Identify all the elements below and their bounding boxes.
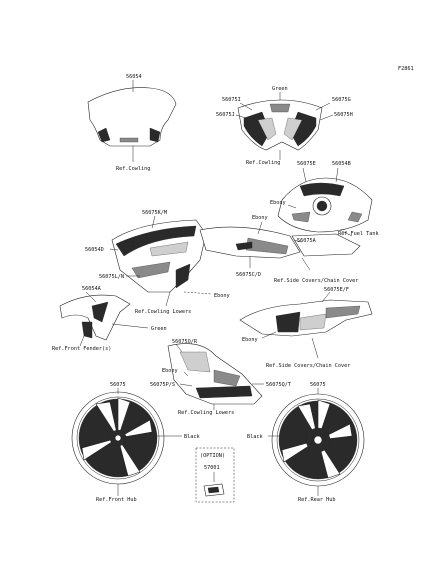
label-ref-cowling-2: Ref.Cowling [246,160,280,166]
label-56054a: 56054A [82,286,102,292]
fuel-tank-part [277,177,373,233]
label-ref-side-covers-1: Ref.Side Covers/Chain Cover [274,278,358,284]
label-ref-cowling-1: Ref.Cowling [116,166,150,172]
label-56075p-s: 56075P/S [150,382,175,388]
label-ref-cowling-lowers-2: Ref.Cowling Lowers [178,410,234,416]
label-56075o-r: 56075O/R [172,339,198,345]
figure-id: F2861 [398,66,414,72]
label-56075j: 56075J [216,112,235,118]
option-box [195,447,235,503]
label-56075q-t: 56075Q/T [266,382,291,388]
label-56054b: 56054B [332,161,351,167]
label-56075-rear: 56075 [310,382,326,388]
label-ref-side-covers-2: Ref.Side Covers/Chain Cover [266,363,350,369]
label-green-fender: Green [151,326,167,332]
label-56075c-d: 56075C/D [236,272,261,278]
label-ref-rear-hub: Ref.Rear Hub [298,497,335,503]
front-wheel-part [71,391,165,485]
seat-cowl-part [199,226,361,259]
side-cowling-part [111,219,207,293]
label-ref-fuel-tank: Ref.Fuel Tank [338,231,379,237]
label-56075e: 56075E [297,161,316,167]
label-black-rear: Black [247,434,263,440]
rear-wheel-part [271,393,365,487]
windscreen-part [87,87,177,147]
label-green-top: Green [272,86,288,92]
label-56054: 56054 [126,74,142,80]
label-56054d: 56054D [85,247,104,253]
label-option: (OPTION) [200,453,225,459]
label-56075g: 56075G [332,97,351,103]
label-ebony-rear: Ebony [242,337,258,343]
label-56075l-n: 56075L/N [99,274,124,280]
rear-side-cover-part [239,299,373,337]
label-ebony-lower: Ebony [214,293,230,299]
label-black-front: Black [184,434,200,440]
label-56075i: 56075I [222,97,241,103]
label-ref-front-fender: Ref.Front Fender(s) [52,346,111,352]
label-ebony-cowl: Ebony [162,368,178,374]
label-56075e-f: 56075E/F [324,287,349,293]
front-fender-part [59,294,131,341]
label-57001: 57001 [204,465,220,471]
upper-cowling-part [237,99,323,151]
label-56075h: 56075H [334,112,353,118]
label-ebony-seat: Ebony [252,215,268,221]
label-ref-front-hub: Ref.Front Hub [96,497,137,503]
label-ref-cowling-lowers-1: Ref.Cowling Lowers [135,309,191,315]
cowling-lower-part [167,343,263,405]
label-56075k-m: 56075K/M [142,210,167,216]
label-56075a: 56075A [297,238,317,244]
label-56075-front: 56075 [110,382,126,388]
label-ebony-tank: Ebony [270,200,286,206]
